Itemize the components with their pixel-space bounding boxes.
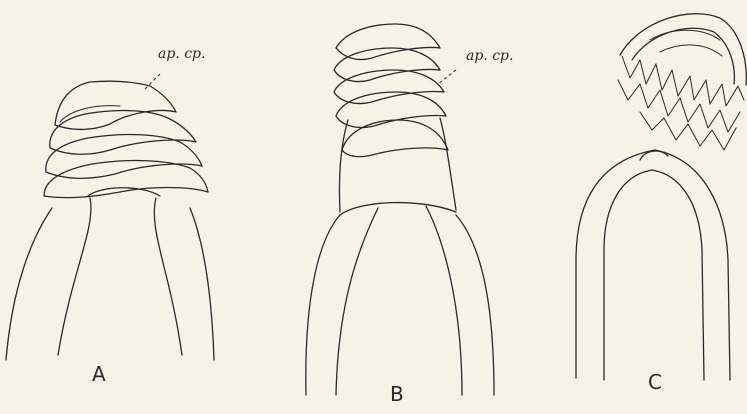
figure-b-leader-line xyxy=(438,70,456,84)
figure-b-tip-right xyxy=(440,118,456,210)
figure-b-cap-5 xyxy=(342,120,448,157)
figure-c-crown-outer xyxy=(620,14,746,85)
figure-b-shoulder xyxy=(340,203,456,215)
figure-c-drawing xyxy=(576,14,746,380)
figure-c-crown-inner xyxy=(632,28,734,84)
figure-a-annotation: ap. cp. xyxy=(158,46,205,62)
figure-a-inner-wall-right xyxy=(154,198,182,355)
figure-c-inner-wall xyxy=(604,170,704,380)
figure-b-caption: B xyxy=(390,382,404,406)
figure-a-caption: A xyxy=(92,362,106,386)
figure-b-outer-wall-left xyxy=(306,215,340,395)
figure-b-drawing xyxy=(306,24,494,395)
figure-a-drawing xyxy=(6,74,214,360)
figure-c-teeth-row-1 xyxy=(622,56,744,106)
figure-b-annotation: ap. cp. xyxy=(466,48,513,64)
figure-b-cap-1 xyxy=(336,24,440,60)
figure-c-crown-stroke-1 xyxy=(650,30,720,40)
figure-a-cap-3 xyxy=(46,135,202,179)
figure-a-inner-wall-left xyxy=(58,198,91,355)
figure-c-teeth-row-3 xyxy=(640,112,736,150)
figure-a-cap-4 xyxy=(44,161,208,198)
figure-a-outer-wall-left xyxy=(6,208,52,360)
figure-b-inner-wall-left xyxy=(336,208,378,395)
figure-a-outer-wall-right xyxy=(190,208,214,360)
figure-b-inner-wall-right xyxy=(426,206,462,395)
figure-c-crown-stroke-2 xyxy=(660,45,722,56)
figure-b-tip-left xyxy=(339,120,348,212)
figure-c-caption: C xyxy=(648,370,662,394)
figure-c-outer-wall xyxy=(576,150,730,380)
figure-c-teeth-row-2 xyxy=(618,80,740,132)
